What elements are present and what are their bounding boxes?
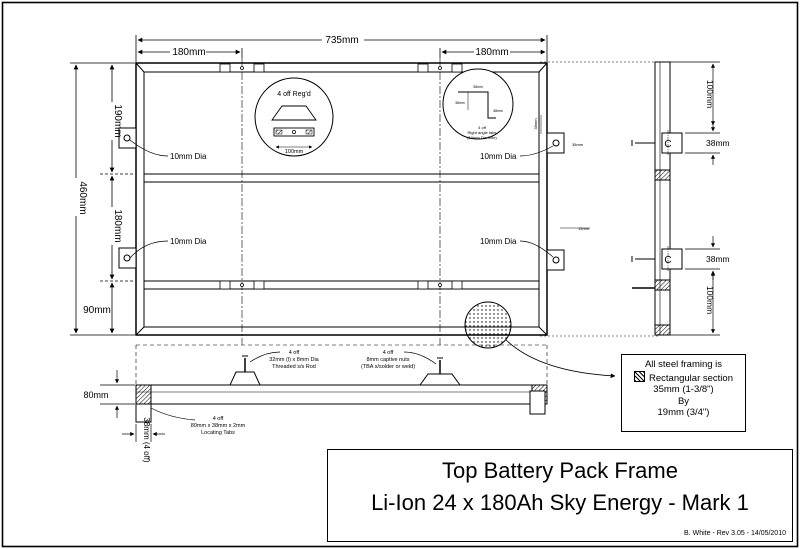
svg-text:4 off Reg'd: 4 off Reg'd	[277, 91, 311, 98]
detail-circle-angle-tab: 38mm 38mm 38mm 4 off Right angle tabs (1…	[442, 68, 514, 140]
drawing-subtitle: Li-Ion 24 x 180Ah Sky Energy - Mark 1	[371, 490, 749, 515]
rod-label-3: Threaded s/s Rod	[272, 364, 316, 370]
hole-callouts	[129, 139, 554, 259]
label-overall-width: 735mm	[325, 35, 358, 46]
cl-symbol-top: C	[664, 139, 671, 150]
label-side-tab-top: 38mm	[706, 138, 730, 148]
material-note: All steel framing is Rectangular section…	[621, 354, 746, 432]
base-view	[135, 344, 548, 423]
section-detail-circle	[464, 301, 512, 349]
rod-label-1: 4 off	[289, 350, 300, 356]
locating-label-1: 4 off	[213, 416, 224, 422]
label-base-tab: 38mm (4 off)	[142, 417, 151, 463]
svg-text:4 off: 4 off	[478, 125, 487, 130]
hatch-sample-icon	[634, 370, 646, 382]
svg-text:(10mm Dia hole): (10mm Dia hole)	[467, 135, 497, 140]
drawing-title: Top Battery Pack Frame	[442, 458, 678, 483]
side-lugs	[118, 127, 565, 271]
right-small-label-3: 38mm	[572, 142, 584, 147]
right-small-label-1: 38mm	[533, 118, 538, 130]
hole-label-mid-left: 10mm Dia	[170, 237, 207, 246]
svg-text:Right angle tabs: Right angle tabs	[468, 130, 497, 135]
label-base-height: 80mm	[83, 390, 108, 400]
svg-text:100mm: 100mm	[285, 149, 304, 155]
locating-label-2: 80mm x 38mm x 2mm	[191, 423, 246, 429]
frame-tabs	[219, 63, 463, 290]
svg-text:38mm: 38mm	[493, 109, 503, 113]
centre-lines	[241, 58, 660, 345]
label-side-bottom: 100mm	[705, 286, 715, 314]
hole-label-top-right: 10mm Dia	[480, 152, 517, 161]
label-side-top: 100mm	[705, 80, 715, 108]
base-leaders	[150, 351, 437, 421]
side-dims	[670, 61, 720, 336]
note-line-5: 19mm (3/4")	[657, 407, 710, 418]
label-left-section: 180mm	[172, 47, 205, 58]
detail-circle-tab: 4 off Reg'd 100mm	[254, 77, 334, 157]
right-small-label-2: 15mm	[578, 226, 590, 231]
top-view-frame	[135, 62, 548, 336]
label-overall-height: 460mm	[77, 181, 88, 214]
svg-text:38mm: 38mm	[455, 101, 465, 105]
cl-symbol-bottom: C	[664, 255, 671, 266]
note-line-2: Rectangular section	[622, 370, 745, 385]
section-leader	[505, 339, 616, 379]
note-line-1: All steel framing is	[644, 359, 723, 370]
label-side-tab-bottom: 38mm	[706, 254, 730, 264]
note-line-3: 35mm (1-3/8")	[653, 384, 714, 395]
hole-label-mid-right: 10mm Dia	[480, 237, 517, 246]
label-middle-gap: 180mm	[112, 209, 123, 242]
title-block: Top Battery Pack Frame Li-Ion 24 x 180Ah…	[327, 449, 793, 542]
hole-label-top-left: 10mm Dia	[170, 152, 207, 161]
label-right-section: 180mm	[475, 47, 508, 58]
base-dims	[100, 370, 165, 442]
revision-label: B. White - Rev 3.05 - 14/05/2010	[684, 530, 786, 537]
side-view	[631, 61, 683, 336]
nut-label-1: 4 off	[383, 350, 394, 356]
nut-label-2: 8mm captive nuts	[366, 357, 409, 363]
label-top-gap: 190mm	[112, 104, 123, 137]
rod-label-2: 32mm (l) x 8mm Dia	[269, 357, 319, 363]
label-bottom-gap: 90mm	[83, 305, 111, 316]
note-line-4: By	[677, 395, 690, 407]
nut-label-3: (TBA s/solder or weld)	[361, 364, 415, 370]
locating-label-3: Locating Tabs	[201, 430, 235, 436]
svg-text:38mm: 38mm	[473, 85, 483, 89]
